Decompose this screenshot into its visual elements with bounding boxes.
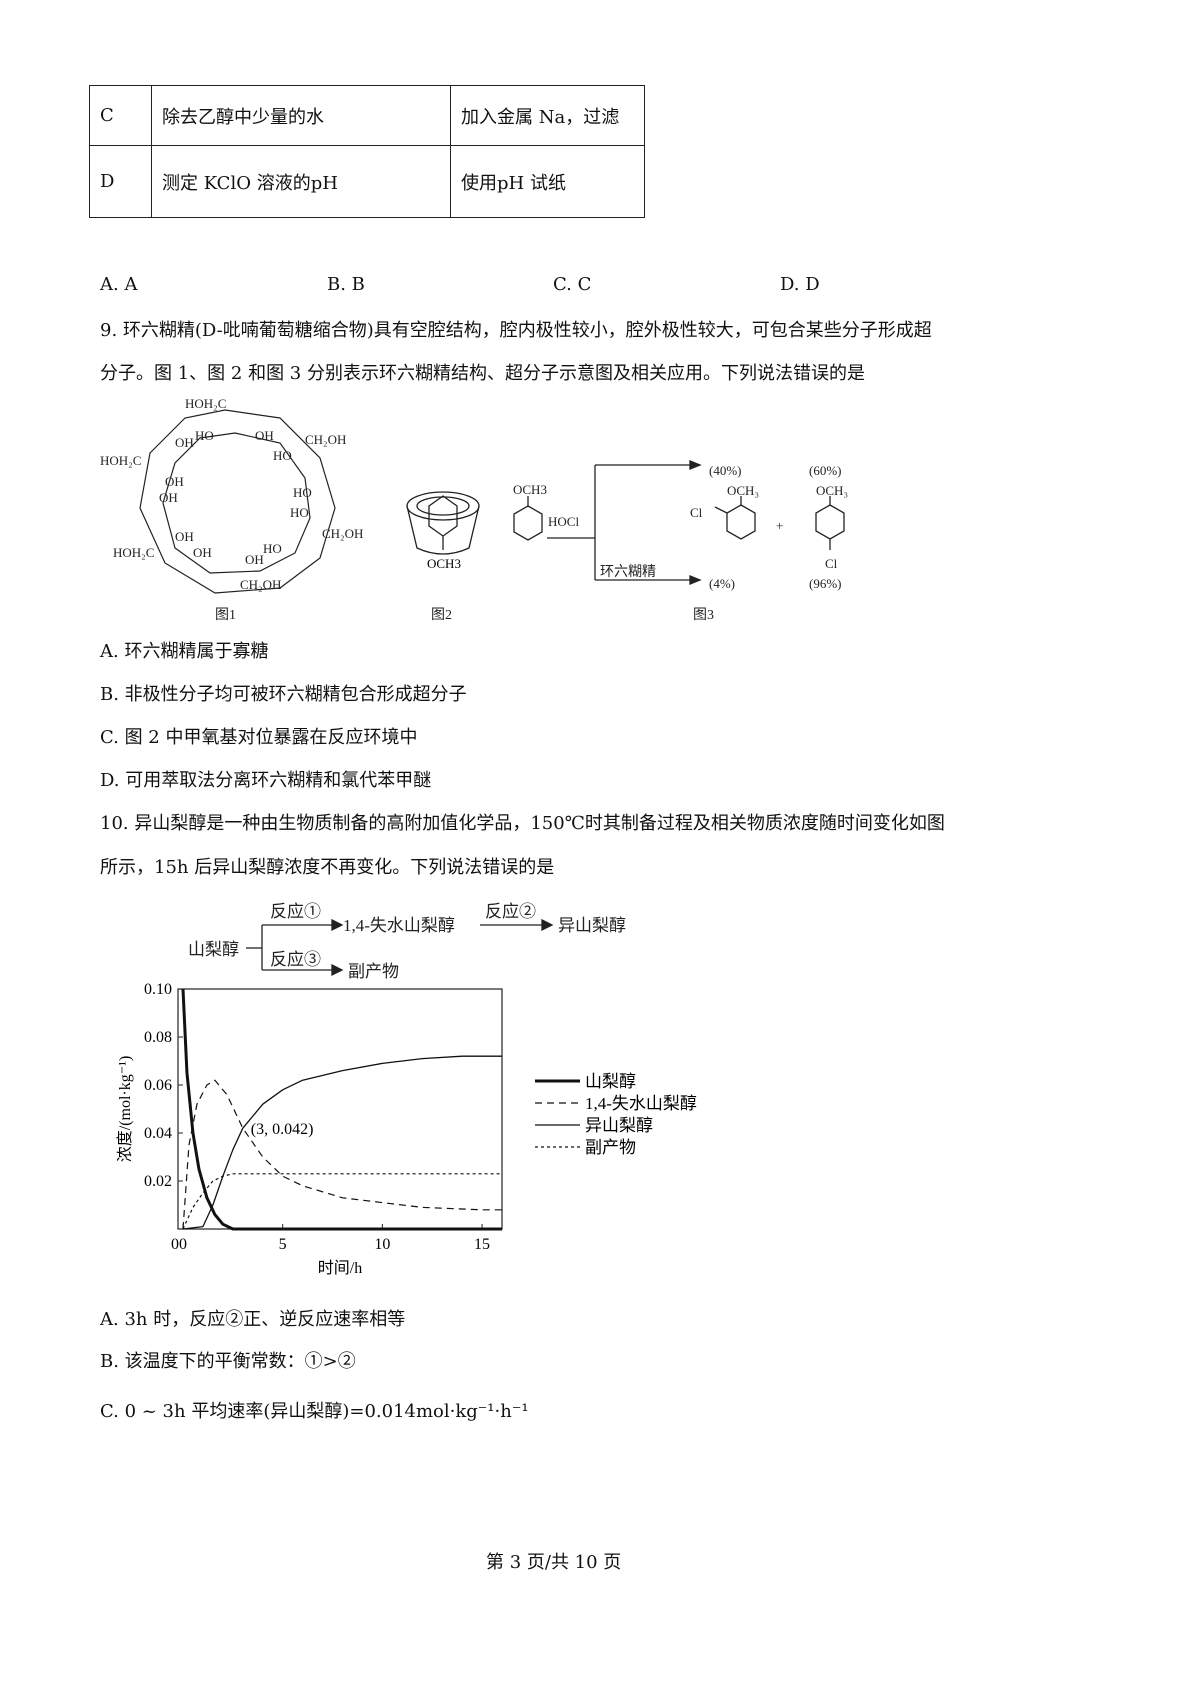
reaction3-label: 反应③ [270, 950, 321, 969]
svg-text:HOH₂C: HOH₂C [100, 453, 141, 468]
fig2-label: 图2 [431, 608, 452, 623]
q10-stem: 所示，15h 后异山梨醇浓度不再变化。下列说法错误的是 [100, 857, 555, 878]
reagent-hocl: HOCl [548, 514, 579, 529]
q10-option-b[interactable]: B. 该温度下的平衡常数：①>② [100, 1351, 356, 1372]
svg-text:HO: HO [263, 541, 282, 556]
q10-option-a[interactable]: A. 3h 时，反应②正、逆反应速率相等 [100, 1309, 406, 1330]
svg-text:OCH₃: OCH₃ [816, 483, 848, 498]
sorbitol-label: 山梨醇 [188, 940, 239, 959]
cell-purpose: 测定 KClO 溶液的pH [151, 145, 451, 218]
reaction2-label: 反应② [485, 902, 536, 921]
point-annotation: (3, 0.042) [251, 1121, 314, 1138]
page-footer: 第 3 页/共 10 页 [486, 1552, 622, 1573]
svg-text:HO: HO [195, 428, 214, 443]
fig1-label: 图1 [215, 608, 236, 623]
q9-stem: 分子。图 1、图 2 和图 3 分别表示环六糊精结构、超分子示意图及相关应用。下… [100, 363, 865, 384]
cyclodextrin-structure [139, 409, 336, 594]
svg-text:OH: OH [255, 428, 274, 443]
concentration-chart: 0 5 10 15 0.02 0.04 0.06 0.08 0.10 0 时间/h 浓度/(mol·k… [116, 981, 697, 1277]
series-line-2 [182, 1055, 502, 1230]
byproduct-label: 副产物 [348, 962, 399, 981]
y-axis-label: 浓度/(mol·kg⁻¹) [116, 1056, 134, 1163]
q9-option-d[interactable]: D. 可用萃取法分离环六糊精和氯代苯甲醚 [100, 770, 432, 791]
cell-option: D [89, 145, 152, 218]
fig3-label: 图3 [693, 608, 714, 623]
x-tick-label: 5 [279, 1236, 287, 1253]
legend-label: 山梨醇 [585, 1072, 636, 1091]
cell-method: 使用pH 试纸 [450, 145, 645, 218]
plot-frame [177, 988, 503, 1230]
svg-text:HO: HO [293, 485, 312, 500]
yield-cd-para: (96%) [809, 576, 842, 591]
svg-text:OH: OH [245, 552, 264, 567]
plus-sign: + [776, 518, 783, 533]
svg-text:HOH₂C: HOH₂C [113, 545, 154, 560]
q10-stem: 10. 异山梨醇是一种由生物质制备的高附加值化学品，150℃时其制备过程及相关物… [100, 813, 945, 834]
svg-text:OH: OH [165, 474, 184, 489]
reaction-pathway [246, 918, 554, 977]
svg-text:HO: HO [290, 505, 309, 520]
fig2-och3: OCH3 [427, 556, 461, 571]
svg-text:CH₂OH: CH₂OH [322, 526, 363, 541]
choice-d[interactable]: D. D [780, 274, 820, 295]
q10-figure: 山梨醇 反应① 1,4-失水山梨醇 反应② 异山梨醇 反应③ 副产物 0 5 10 1… [116, 902, 697, 1277]
svg-text:OH: OH [175, 529, 194, 544]
svg-text:OH: OH [159, 490, 178, 505]
svg-text:OCH₃: OCH₃ [727, 483, 759, 498]
anhydrosorbitol-label: 1,4-失水山梨醇 [343, 916, 455, 935]
svg-text:Cl: Cl [825, 556, 838, 571]
yield-para: (60%) [809, 463, 842, 478]
y-tick-label: 0.04 [144, 1125, 172, 1142]
q10-option-c[interactable]: C. 0 ~ 3h 平均速率(异山梨醇)=0.014mol·kg⁻¹·h⁻¹ [100, 1401, 529, 1422]
svg-text:CH₂OH: CH₂OH [305, 432, 346, 447]
svg-text:OH: OH [193, 545, 212, 560]
q9-stem: 9. 环六糊精(D-吡喃葡萄糖缩合物)具有空腔结构，腔内极性较小，腔外极性较大，… [100, 320, 932, 341]
yield-cd-ortho: (4%) [709, 576, 735, 591]
cell-option: C [89, 85, 152, 146]
series-line-1 [182, 1079, 502, 1230]
reaction1-label: 反应① [270, 902, 321, 921]
svg-text:Cl: Cl [690, 505, 703, 520]
y-tick-label: 0.10 [144, 981, 172, 998]
y-tick-label: 0.08 [144, 1029, 172, 1046]
x-axis-label: 时间/h [318, 1259, 362, 1277]
legend-label: 1,4-失水山梨醇 [585, 1094, 697, 1113]
q9-option-a[interactable]: A. 环六糊精属于寡糖 [100, 641, 269, 662]
q9-option-b[interactable]: B. 非极性分子均可被环六糊精包合形成超分子 [100, 684, 467, 705]
svg-text:CH₂OH: CH₂OH [240, 577, 281, 592]
catalyst-label: 环六糊精 [600, 564, 656, 580]
isosorbide-label: 异山梨醇 [558, 916, 626, 935]
x-tick-label: 15 [474, 1236, 490, 1253]
yield-ortho: (40%) [709, 463, 742, 478]
series-line-0 [181, 988, 502, 1231]
reaction-scheme [513, 460, 845, 585]
reactant-och3: OCH3 [513, 482, 547, 497]
cell-purpose: 除去乙醇中少量的水 [151, 85, 451, 146]
choice-c[interactable]: C. C [553, 274, 592, 295]
y-tick-label: 0.06 [144, 1077, 172, 1094]
supramolecule-diagram [406, 491, 480, 555]
series-line-3 [182, 1173, 502, 1230]
choice-a[interactable]: A. A [100, 274, 138, 295]
legend-label: 异山梨醇 [585, 1116, 653, 1135]
svg-text:OH: OH [175, 435, 194, 450]
svg-text:HO: HO [273, 448, 292, 463]
cell-method: 加入金属 Na，过滤 [450, 85, 645, 146]
q9-option-c[interactable]: C. 图 2 中甲氧基对位暴露在反应环境中 [100, 727, 418, 748]
svg-text:HOH₂C: HOH₂C [185, 396, 226, 411]
x-tick-label: 10 [374, 1236, 390, 1253]
y-tick-label: 0.02 [144, 1173, 172, 1190]
x-origin-label: 0 [171, 1236, 179, 1253]
x-tick-label: 0 [179, 1236, 187, 1253]
choice-b[interactable]: B. B [327, 274, 365, 295]
legend-label: 副产物 [585, 1138, 636, 1157]
